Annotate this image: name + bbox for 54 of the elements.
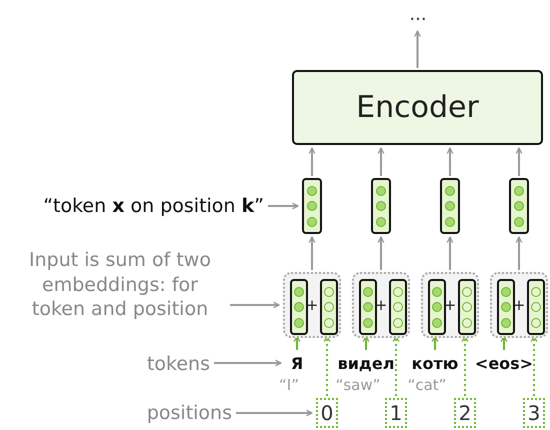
dotted-arrow bbox=[324, 335, 330, 396]
embedding-vector bbox=[371, 178, 391, 234]
arrow bbox=[308, 147, 316, 176]
dotted-arrow bbox=[530, 335, 538, 396]
arrow bbox=[446, 147, 454, 176]
sum-group bbox=[283, 272, 341, 338]
token-embedding-vector bbox=[359, 279, 377, 335]
translation-label: “saw” bbox=[336, 376, 380, 394]
position-box: 3 bbox=[523, 398, 545, 428]
sum-group bbox=[421, 272, 479, 338]
token-embedding-vector bbox=[290, 279, 308, 335]
annotation-text: “token x on position k” bbox=[2, 193, 264, 219]
row-label: positions bbox=[100, 400, 232, 426]
position-embedding-vector bbox=[320, 279, 338, 335]
token-word: <eos> bbox=[479, 352, 529, 374]
token-word: котю bbox=[411, 352, 459, 374]
arrow bbox=[516, 236, 522, 270]
annotation-text: Input is sum of two embeddings: for token and position bbox=[14, 244, 226, 326]
embedding-vector bbox=[302, 178, 322, 234]
translation-label: “I” bbox=[279, 376, 299, 394]
position-embedding-vector bbox=[527, 279, 545, 335]
arrow bbox=[378, 147, 384, 176]
arrow bbox=[362, 335, 370, 350]
arrow bbox=[500, 335, 508, 350]
position-embedding-vector bbox=[389, 279, 407, 335]
arrow bbox=[378, 236, 384, 270]
token-word: Я bbox=[285, 352, 309, 374]
arrow bbox=[294, 335, 300, 350]
arrow bbox=[214, 360, 282, 366]
position-embedding-vector bbox=[458, 279, 476, 335]
row-label: tokens bbox=[110, 351, 210, 377]
arrow bbox=[516, 147, 522, 176]
ellipsis-text: ... bbox=[398, 0, 438, 28]
token-embedding-vector bbox=[428, 279, 446, 335]
token-embedding-vector bbox=[497, 279, 515, 335]
arrow bbox=[308, 236, 316, 270]
arrow bbox=[230, 302, 280, 308]
arrow bbox=[414, 30, 421, 68]
dotted-arrow bbox=[392, 335, 400, 396]
embedding-vector bbox=[509, 178, 529, 234]
token-word: видел bbox=[341, 352, 391, 374]
translation-label: “cat” bbox=[408, 376, 446, 394]
encoder-box: Encoder bbox=[292, 70, 543, 145]
position-box: 1 bbox=[385, 398, 407, 428]
sum-group bbox=[490, 272, 548, 338]
arrow bbox=[268, 202, 299, 210]
sum-group bbox=[352, 272, 410, 338]
arrow bbox=[432, 335, 438, 350]
embedding-vector bbox=[440, 178, 460, 234]
position-box: 2 bbox=[454, 398, 476, 428]
arrow bbox=[446, 236, 454, 270]
dotted-arrow bbox=[462, 335, 468, 396]
arrow bbox=[236, 410, 313, 416]
position-box: 0 bbox=[316, 398, 338, 428]
